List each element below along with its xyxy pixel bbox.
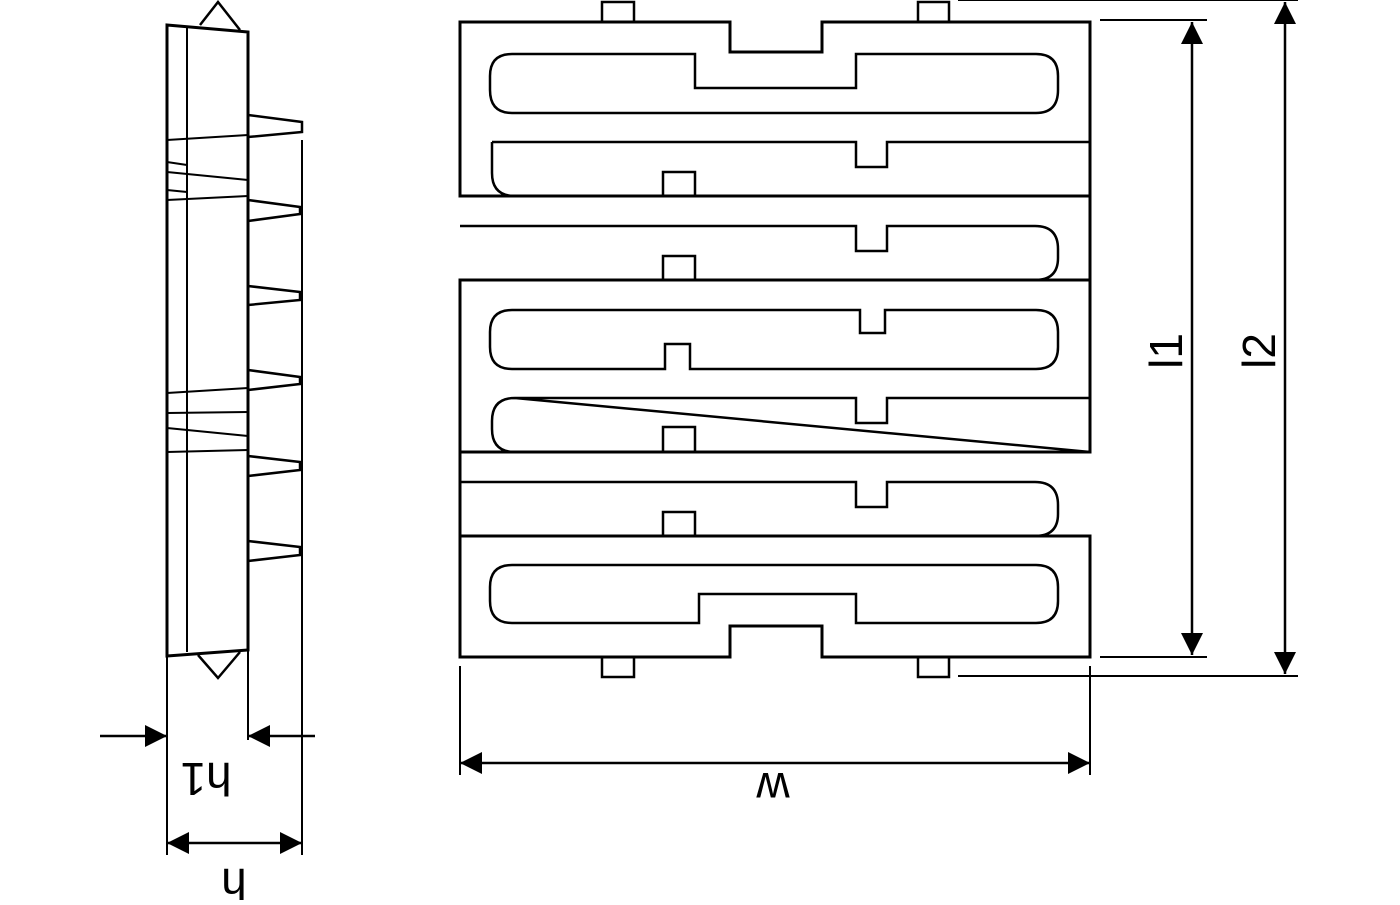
slot xyxy=(460,224,1060,282)
tooth xyxy=(247,113,304,139)
tab xyxy=(916,657,951,679)
front-view xyxy=(458,0,1092,679)
tooth xyxy=(247,284,302,307)
slot xyxy=(490,396,1091,454)
front-slots xyxy=(460,52,1091,625)
label-w: w xyxy=(756,763,791,815)
front-outer-outline xyxy=(458,20,1092,659)
tab xyxy=(916,0,951,22)
label-l2: l2 xyxy=(1233,333,1285,369)
side-view xyxy=(165,0,304,680)
front-dimensions xyxy=(459,0,1298,775)
tooth xyxy=(247,368,302,392)
side-dimensions xyxy=(100,140,315,855)
slot xyxy=(460,480,1060,538)
side-teeth xyxy=(247,113,304,563)
side-top-tip xyxy=(199,0,241,31)
tooth xyxy=(247,454,302,478)
tooth xyxy=(247,539,302,563)
slot xyxy=(488,308,1060,371)
label-h1: h1 xyxy=(180,753,231,805)
side-crease-lines xyxy=(166,134,249,453)
tooth xyxy=(247,198,302,223)
slot xyxy=(490,140,1090,198)
slot xyxy=(488,563,1060,625)
tab xyxy=(600,0,636,22)
side-bottom-tip xyxy=(197,651,241,680)
slot xyxy=(488,52,1060,115)
side-body-outline xyxy=(165,23,250,658)
label-l1: l1 xyxy=(1140,333,1192,369)
tab xyxy=(600,657,636,679)
label-h: h xyxy=(221,859,247,900)
front-edge-tabs xyxy=(600,0,951,679)
